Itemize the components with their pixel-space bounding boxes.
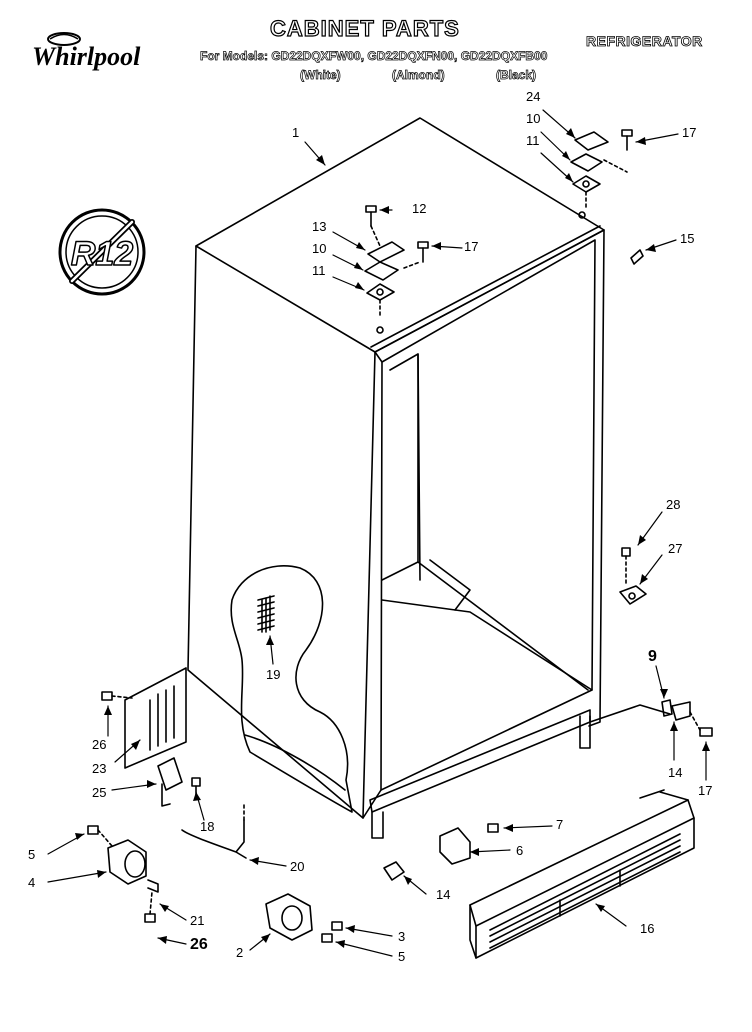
callout-18: 18 (200, 819, 215, 834)
callout-12: 12 (412, 201, 427, 216)
callout-17: 17 (698, 783, 713, 798)
arrowheads (75, 128, 710, 948)
callout-3: 3 (398, 929, 406, 944)
callout-21: 21 (190, 913, 205, 928)
leader-lines (47, 109, 707, 957)
part-27-bracket (619, 547, 647, 605)
right-hinge-assembly (570, 129, 633, 219)
callout-17: 17 (682, 125, 697, 140)
part-2-roller (265, 893, 343, 943)
callout-4: 4 (28, 875, 36, 890)
callout-28: 28 (666, 497, 681, 512)
callout-11: 11 (526, 133, 540, 148)
callout-11: 11 (312, 263, 326, 278)
callout-27: 27 (668, 541, 683, 556)
part-25-bracket (157, 757, 201, 807)
appliance-type: REFRIGERATOR (586, 33, 703, 50)
callout-10: 10 (312, 241, 327, 256)
callout-7: 7 (556, 817, 564, 832)
callout-5: 5 (398, 949, 406, 964)
callout-26: 26 (190, 936, 208, 953)
part-15-clip (630, 249, 644, 265)
part-14-clip (383, 861, 405, 881)
callout-24: 24 (526, 89, 541, 104)
rear-panel (101, 667, 187, 769)
callout-5: 5 (28, 847, 36, 862)
callout-19: 19 (266, 667, 281, 682)
callout-2: 2 (236, 945, 244, 960)
whirlpool-logo (47, 32, 81, 46)
color-black: (Black) (496, 68, 537, 83)
callout-15: 15 (680, 231, 695, 246)
cabinet-body (187, 117, 671, 839)
callout-1: 1 (292, 125, 300, 140)
callout-26: 26 (92, 737, 107, 752)
callout-25: 25 (92, 785, 107, 800)
callout-10: 10 (526, 111, 541, 126)
callout-9: 9 (648, 648, 657, 665)
model-list: For Models: GD22DQXFW00, GD22DQXFN00, GD… (200, 49, 548, 64)
callout-14: 14 (436, 887, 451, 902)
r12-badge-text: R12 (71, 235, 133, 273)
part-16-grille (469, 789, 695, 959)
part-9-bracket (661, 699, 713, 737)
part-20-tube (181, 819, 247, 859)
callout-23: 23 (92, 761, 107, 776)
cutaway-view (230, 565, 353, 813)
color-almond: (Almond) (392, 68, 445, 83)
callout-17: 17 (464, 239, 479, 254)
r12-badge: R12 (58, 208, 146, 296)
callout-6: 6 (516, 843, 524, 858)
part-6-bracket (439, 823, 499, 865)
brand-name: Whirlpool (32, 42, 141, 71)
callout-13: 13 (312, 219, 327, 234)
part-4-roller (87, 825, 159, 923)
callout-16: 16 (640, 921, 655, 936)
callout-20: 20 (290, 859, 305, 874)
color-white: (White) (300, 68, 341, 83)
diagram-title: CABINET PARTS (269, 15, 460, 41)
left-hinge-assembly (364, 205, 429, 334)
callout-14: 14 (668, 765, 683, 780)
